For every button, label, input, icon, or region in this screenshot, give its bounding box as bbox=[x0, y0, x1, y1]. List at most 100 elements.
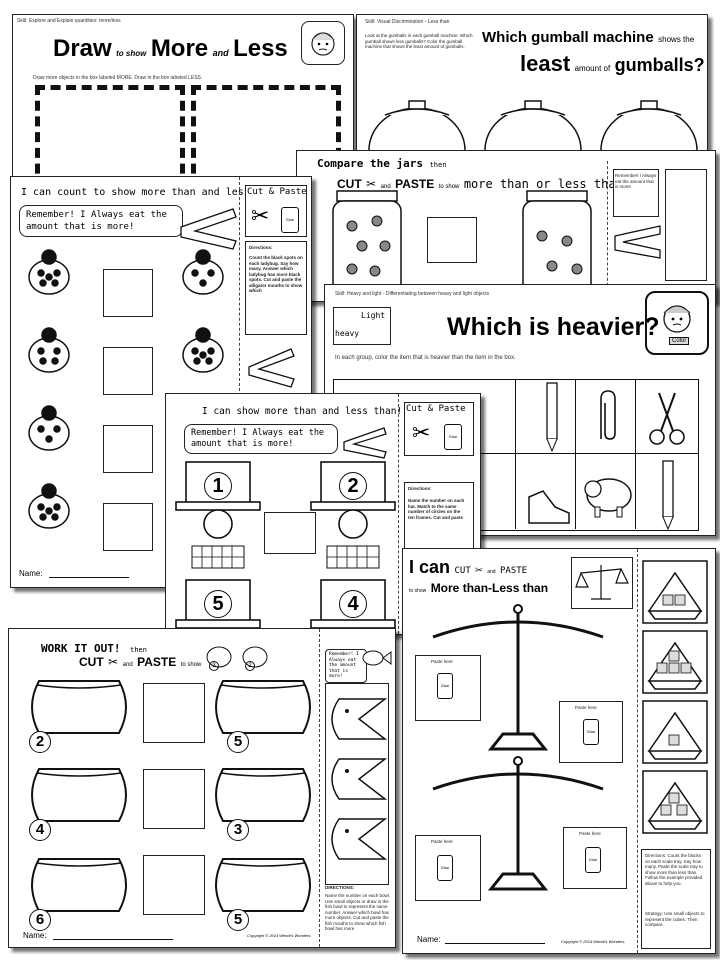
cut-paste-label: Cut & Paste bbox=[247, 187, 307, 197]
copyright: Copyright © 2014 Wendi's Wonders bbox=[561, 939, 625, 944]
scissors-icon: ✂ bbox=[108, 655, 119, 669]
paste-here-label: Paste here bbox=[579, 831, 601, 836]
alligator-cutout-icon bbox=[248, 348, 295, 388]
directions-text: In each group, color the item that is he… bbox=[335, 355, 516, 361]
number-badge: 6 bbox=[29, 909, 51, 931]
alligator-icon bbox=[343, 427, 387, 459]
cut-paste-header bbox=[245, 185, 307, 237]
scissors-icon: ✂ bbox=[251, 203, 270, 228]
number-badge: 4 bbox=[29, 819, 51, 841]
scissors-icon bbox=[649, 392, 685, 445]
scissors-icon: ✂ bbox=[412, 420, 431, 445]
number-badge: 2 bbox=[29, 731, 51, 753]
pig-icon bbox=[584, 478, 632, 518]
paste-here-box[interactable] bbox=[415, 655, 481, 721]
light-label: Light bbox=[361, 311, 386, 320]
paste-here-label: Paste here bbox=[431, 659, 453, 664]
light-heavy-box bbox=[333, 307, 391, 345]
grid-divider bbox=[635, 379, 636, 529]
number-badge: 3 bbox=[227, 819, 249, 841]
skill-label: Skill: Heavy and light - Differentiating… bbox=[335, 291, 490, 297]
worksheet-title: Which gumball machine shows the least am… bbox=[482, 29, 705, 76]
worksheet-balance-scales: I can CUT ✂ and PASTE to show More than-… bbox=[402, 548, 716, 954]
fish-count-a: 3 bbox=[209, 661, 219, 671]
paste-box[interactable] bbox=[103, 503, 153, 551]
remember-bubble: Remember! I Always eat the amount that i… bbox=[325, 649, 367, 683]
speech-bubble: Remember! I Always eat the amount that i… bbox=[184, 424, 338, 454]
alligator-icon bbox=[614, 225, 661, 259]
fish-count-b: 2 bbox=[245, 661, 255, 671]
directions-text: Directions: Count the blocks on each sca… bbox=[645, 853, 703, 886]
number-badge: 2 bbox=[339, 472, 367, 500]
pencil-icon bbox=[662, 460, 674, 531]
paste-box[interactable] bbox=[103, 425, 153, 473]
paperclip-icon bbox=[600, 390, 616, 440]
paste-box[interactable] bbox=[143, 855, 205, 915]
paste-box[interactable] bbox=[143, 769, 205, 829]
grid-divider bbox=[333, 453, 699, 454]
number-badge: 5 bbox=[204, 590, 232, 618]
skill-label: Skill: Explore and Explain quantities: m… bbox=[17, 18, 121, 24]
copyright: Copyright © 2014 Wendi's Wonders bbox=[247, 933, 311, 938]
balance-scale-icon bbox=[575, 565, 629, 600]
directions-label: Directions: bbox=[249, 245, 273, 250]
directions-box bbox=[641, 849, 711, 949]
draw-box-more[interactable] bbox=[35, 85, 185, 190]
worksheet-ladybugs: I can count to show more than and less t… bbox=[10, 176, 312, 588]
cube-tray-cutout-icons bbox=[642, 560, 708, 834]
directions-text: Name the number on each hat. Match to th… bbox=[408, 498, 465, 520]
directions-text: Count the black spots on each ladybug. S… bbox=[249, 255, 303, 293]
paste-here-box[interactable] bbox=[559, 701, 623, 763]
grid-divider bbox=[575, 379, 576, 529]
worksheet-compare-jars: Compare the jars then CUT ✂ and PASTE to… bbox=[296, 150, 716, 302]
name-label: Name: bbox=[23, 931, 47, 940]
grid-divider bbox=[515, 379, 516, 529]
directions-text: Name the number on each bowl. Use small … bbox=[325, 893, 391, 931]
paste-box[interactable] bbox=[427, 217, 477, 263]
remember-box bbox=[613, 169, 659, 217]
paste-here-label: Paste here bbox=[575, 705, 597, 710]
worksheet-subtitle: CUT ✂ and PASTE to show more than or les… bbox=[337, 177, 623, 191]
directions-label: Directions: bbox=[408, 486, 432, 491]
paste-box[interactable] bbox=[143, 683, 205, 743]
cut-line bbox=[398, 394, 399, 634]
glue-icon: Glue bbox=[281, 207, 299, 233]
worksheet-subtitle: to show More than-Less than bbox=[409, 581, 549, 595]
paste-box[interactable] bbox=[103, 269, 153, 317]
glue-icon: Glue bbox=[583, 719, 599, 745]
boy-face-icon bbox=[301, 21, 345, 65]
number-badge: 5 bbox=[227, 909, 249, 931]
paste-here-box[interactable] bbox=[563, 827, 627, 889]
cut-line bbox=[607, 161, 608, 301]
cut-line bbox=[319, 629, 320, 947]
draw-box-less[interactable] bbox=[191, 85, 341, 190]
glue-icon: Glue bbox=[437, 673, 453, 699]
name-label: Name: bbox=[19, 569, 43, 578]
paste-here-box[interactable] bbox=[415, 835, 481, 901]
paste-box[interactable] bbox=[103, 347, 153, 395]
cut-line bbox=[239, 177, 240, 587]
worksheet-title: Which is heavier? bbox=[447, 313, 660, 341]
shoe-icon bbox=[528, 490, 570, 524]
glue-icon: Glue bbox=[437, 855, 453, 881]
paste-here-label: Paste here bbox=[431, 839, 453, 844]
worksheet-fish-bowls: WORK IT OUT! then CUT ✂ and PASTE to sho… bbox=[8, 628, 396, 948]
strategy-text: Strategy: Use small objects to represent… bbox=[645, 911, 705, 927]
fish-mouth-cutout-icons bbox=[331, 698, 388, 860]
name-line[interactable] bbox=[445, 943, 545, 944]
number-badge: 5 bbox=[227, 731, 249, 753]
worksheet-subtitle: CUT ✂ and PASTE to show bbox=[79, 655, 202, 669]
heavy-label: heavy bbox=[335, 329, 360, 338]
directions-label: DIRECTIONS: bbox=[325, 885, 355, 890]
worksheet-draw-more-less: Skill: Explore and Explain quantities: m… bbox=[12, 14, 354, 191]
paste-box[interactable] bbox=[264, 512, 316, 554]
scissors-icon: ✂ bbox=[366, 177, 377, 191]
worksheet-title: I can show more than and less than! bbox=[202, 406, 403, 417]
name-line[interactable] bbox=[49, 577, 129, 578]
name-line[interactable] bbox=[53, 939, 173, 940]
cut-line bbox=[637, 549, 638, 953]
cutout-box[interactable] bbox=[665, 169, 707, 281]
boy-with-crayon-icon: Color bbox=[645, 291, 709, 355]
directions-text: Draw more objects in the box labeled MOR… bbox=[33, 75, 203, 81]
number-badge: 4 bbox=[339, 590, 367, 618]
